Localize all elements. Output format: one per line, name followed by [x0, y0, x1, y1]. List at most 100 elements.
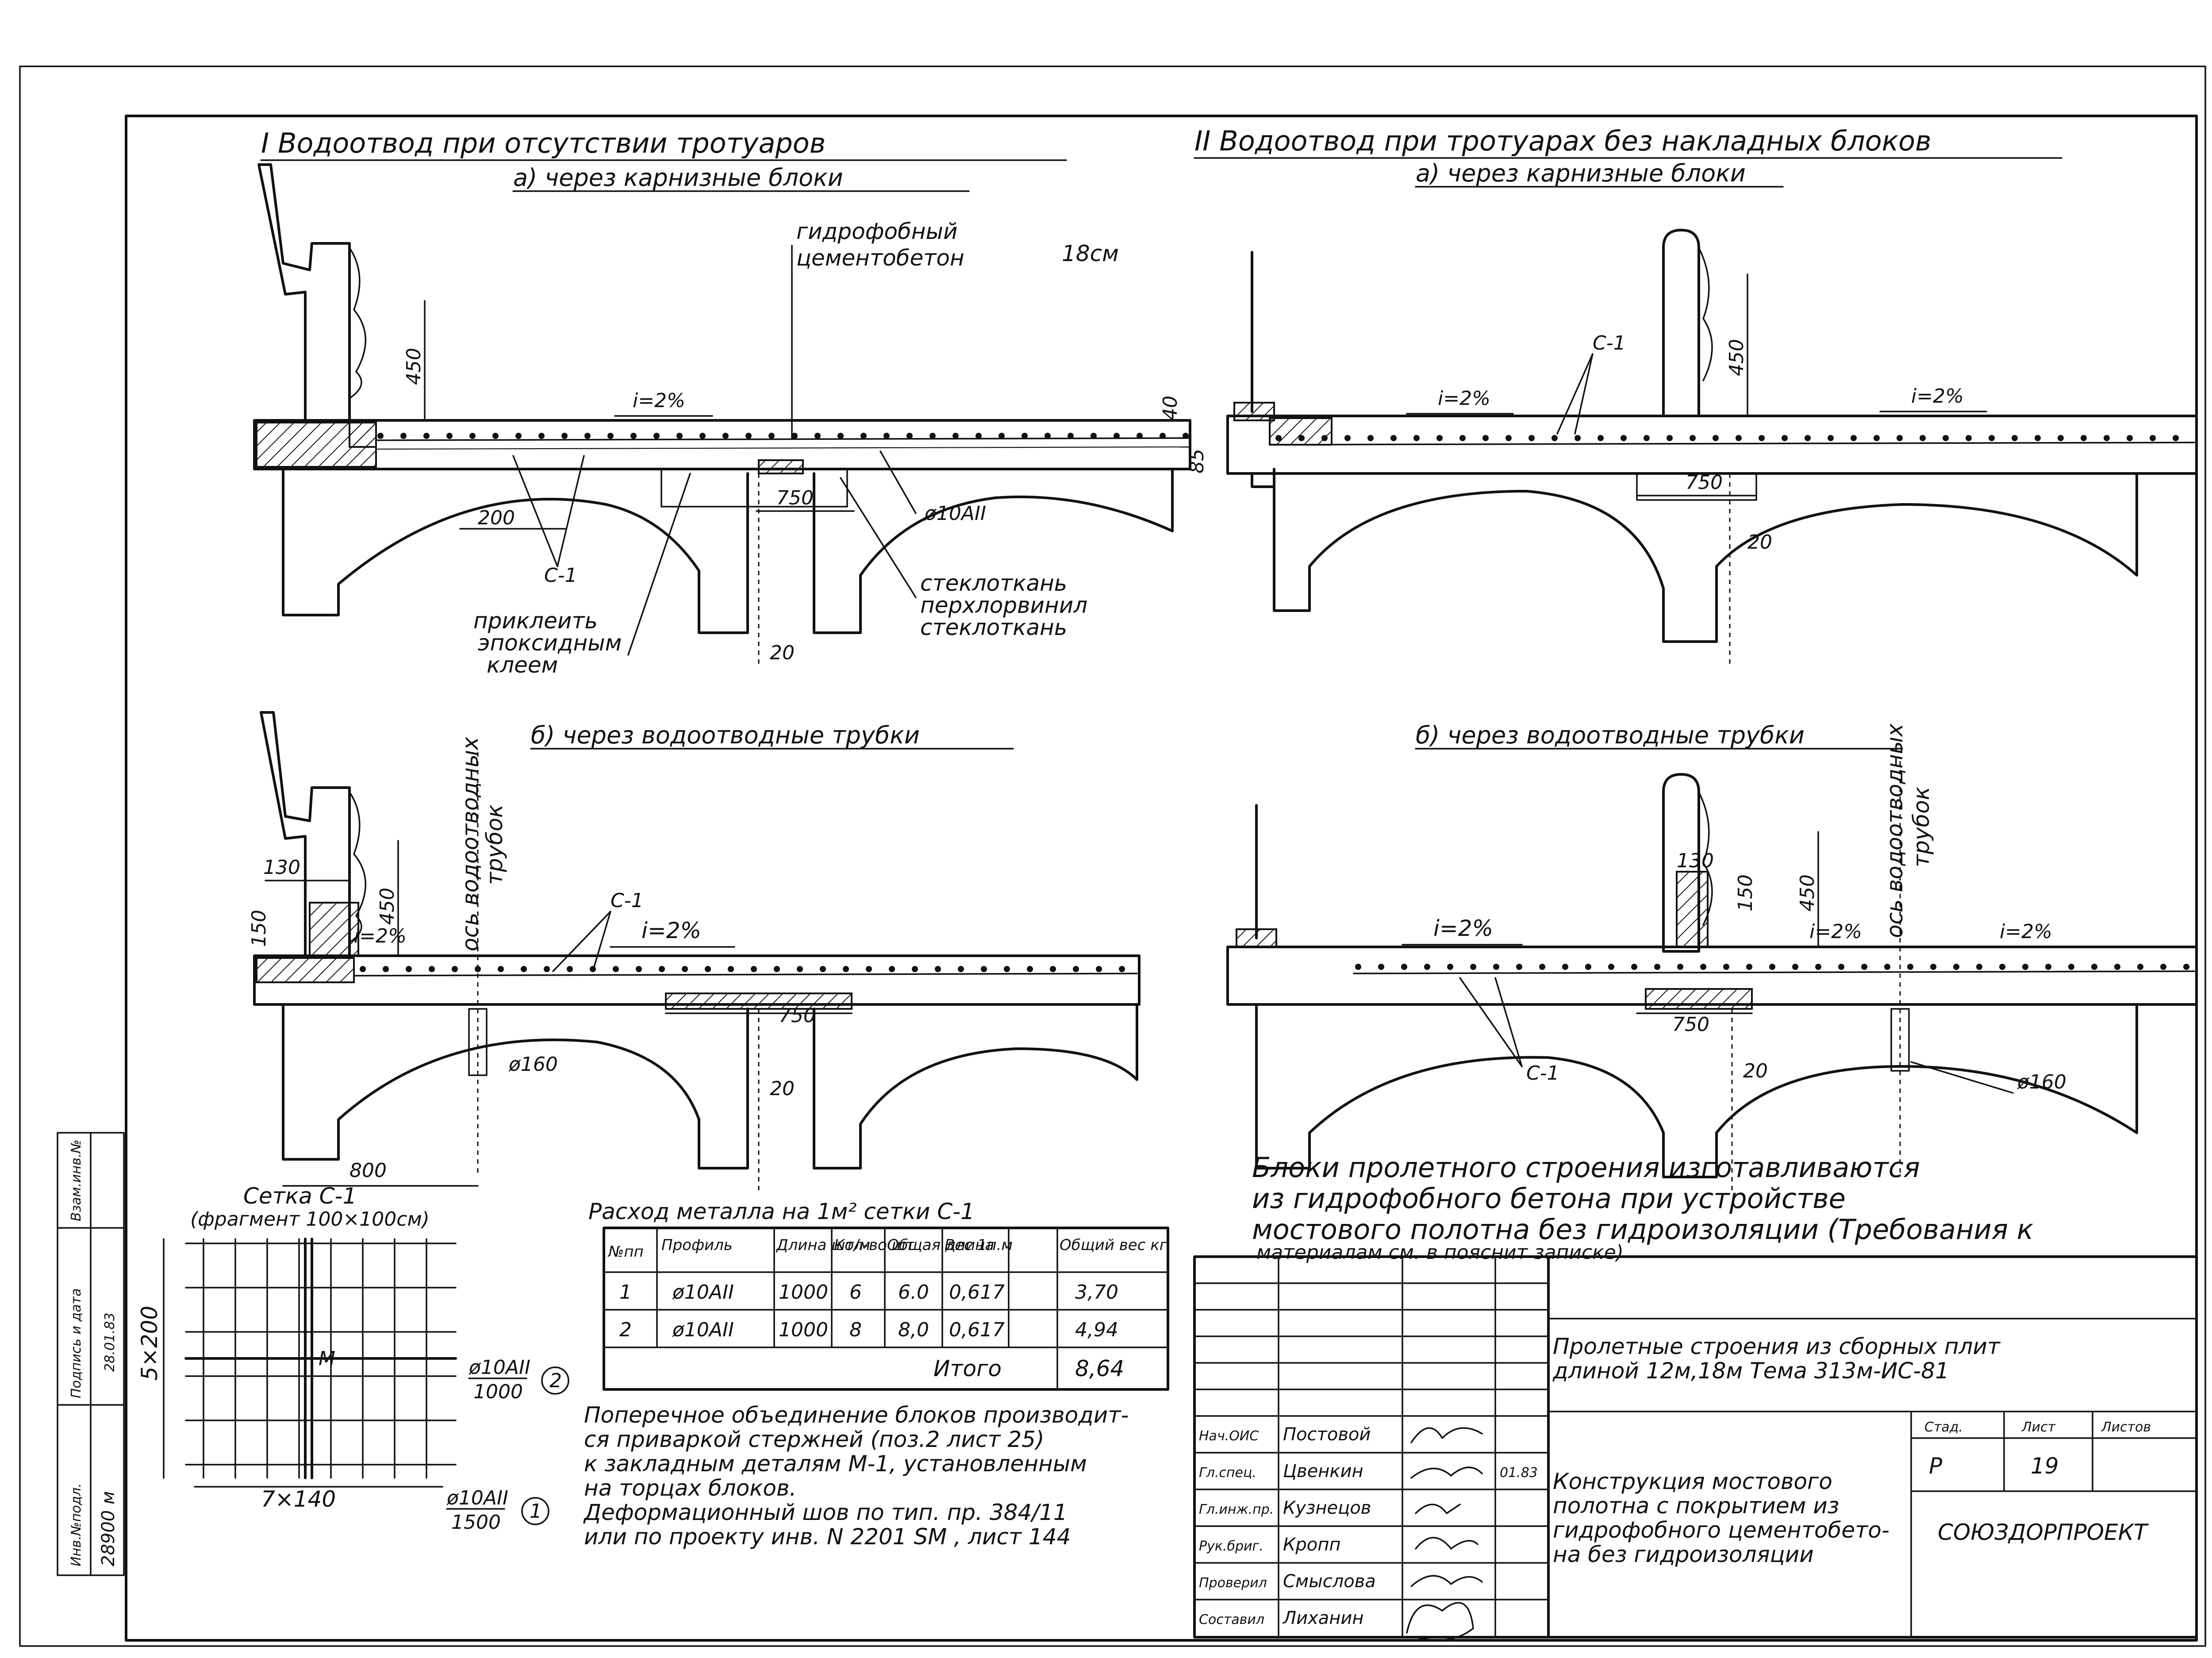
rebar-dot — [1160, 433, 1166, 439]
cell: 4,94 — [1075, 1319, 1118, 1341]
rebar-dot — [1930, 964, 1936, 970]
label-thickness: 18см — [1062, 241, 1119, 266]
dim-750-2b: 750 — [1672, 1013, 1709, 1036]
cell: 8,0 — [898, 1319, 929, 1341]
dim-450-1b: 450 — [376, 888, 399, 925]
rebar-dot — [1575, 435, 1581, 441]
rebar-dot — [1792, 964, 1798, 970]
dim-20-2a: 20 — [1747, 531, 1772, 554]
rebar-dot — [1943, 435, 1949, 441]
cell: 6.0 — [898, 1281, 929, 1304]
rebar-dot — [1321, 435, 1328, 441]
margin-sign-label: Подпись и дата — [69, 1289, 84, 1399]
table-row: 2 ø10АII 1000 8 8,0 0,617 4,94 — [619, 1319, 1118, 1341]
rebar-dot — [2058, 435, 2064, 441]
rebar-dot — [1644, 435, 1650, 441]
rebar-dot — [1401, 964, 1407, 970]
rebar-dot — [2114, 964, 2120, 970]
signatures — [1406, 1427, 1483, 1641]
rebar-dot — [492, 433, 499, 439]
cell: 3,70 — [1075, 1281, 1118, 1304]
rebar-dot — [883, 433, 890, 439]
note-blocks-1: Блоки пролетного строения изготавливаютс… — [1252, 1151, 1920, 1184]
rebar-dot — [1838, 964, 1844, 970]
col-stage: Стад. — [1924, 1419, 1963, 1435]
label-pipe-2b: ø160 — [2017, 1071, 2066, 1093]
rebar-dot — [1275, 435, 1282, 441]
cell: ø10АII — [672, 1319, 734, 1341]
rebar-dot — [1861, 964, 1867, 970]
rebar-dot — [1851, 435, 1857, 441]
rebar-dot — [797, 966, 803, 972]
cell: ø10АII — [672, 1281, 734, 1304]
rebar-dot — [1667, 435, 1673, 441]
mesh-rebar-2-len: 1000 — [473, 1381, 523, 1403]
project-line-1: Пролетные строения из сборных плит — [1553, 1334, 2001, 1359]
name: Смыслова — [1283, 1571, 1376, 1592]
mesh-dim-v: 5×200 — [137, 1306, 162, 1381]
sheet-frame — [19, 65, 2206, 1647]
section-1-title: I Водоотвод при отсутствии тротуаров — [261, 127, 826, 159]
rebar-dot — [452, 966, 458, 972]
rebar-dot — [1516, 964, 1522, 970]
rebar-dot — [1736, 435, 1742, 441]
rebar-dot — [1562, 964, 1568, 970]
dim-450-2b: 450 — [1796, 874, 1819, 912]
section-1-subtitle-a: а) через карнизные блоки — [513, 164, 843, 192]
name: Постовой — [1283, 1424, 1371, 1445]
metal-table: Расход металла на 1м² сетки С-1 №пп Проф… — [588, 1199, 1169, 1391]
rebar-dot — [814, 433, 821, 439]
mesh-fragment: Сетка С-1 (фрагмент 100×100см) 5×200 7×1… — [137, 1183, 569, 1534]
dim-200-1a: 200 — [478, 507, 515, 529]
label-glue-2: эпоксидным — [478, 630, 622, 656]
rebar-dot — [2183, 964, 2189, 970]
cell: 6 — [849, 1281, 862, 1304]
rebar-dot — [2081, 435, 2087, 441]
dim-450-2a: 450 — [1725, 339, 1748, 376]
section-2-subtitle-b: б) через водоотводные трубки — [1416, 721, 1805, 749]
rebar-dot — [584, 433, 591, 439]
rebar-dot — [1022, 433, 1028, 439]
rebar-dot — [561, 433, 568, 439]
dim-750-2a: 750 — [1686, 471, 1723, 494]
note-joint-3: к закладным деталям М-1, установленным — [584, 1451, 1087, 1477]
dim-750-1a: 750 — [776, 487, 814, 509]
rebar-dot — [630, 433, 637, 439]
rebar-dot — [1999, 964, 2005, 970]
detail-1b: б) через водоотводные трубки ось водоотв… — [248, 711, 1141, 1195]
detail-1a: 450 i=2% гидрофобный цементобетон 18см 7… — [253, 163, 1208, 678]
rebar-dot — [1608, 964, 1614, 970]
rebar-dot — [567, 966, 573, 972]
rebar-dot — [705, 966, 711, 972]
rebar-dot — [1746, 964, 1752, 970]
th-weight: Вес 1п.м — [945, 1236, 1013, 1254]
rebar-dot — [929, 433, 936, 439]
rebar-dot — [475, 966, 481, 972]
cell: 1 — [619, 1281, 632, 1304]
mesh-pos-1: 1 — [530, 1500, 542, 1523]
rebar-dot — [1631, 964, 1637, 970]
mesh-pos-2: 2 — [549, 1369, 562, 1392]
rebar-dot — [682, 966, 688, 972]
name: Цвенкин — [1283, 1461, 1363, 1481]
rebar-dot — [1782, 435, 1788, 441]
metal-table-title: Расход металла на 1м² сетки С-1 — [588, 1199, 975, 1224]
rebar-dot — [912, 966, 918, 972]
rebar-dot — [446, 433, 453, 439]
rebar-dot — [1137, 433, 1143, 439]
rebar-dot — [1528, 435, 1535, 441]
note-blocks-4: материалам см. в пояснит записке) — [1256, 1241, 1624, 1264]
rebar-dot — [1482, 435, 1489, 441]
table-total-value: 8,64 — [1075, 1356, 1124, 1381]
rebar-dot — [1004, 966, 1010, 972]
rebar-dot — [1598, 435, 1604, 441]
label-slope-2b-left: i=2% — [1433, 916, 1493, 941]
rebar-dot — [1378, 964, 1384, 970]
rebar-dot — [1989, 435, 1995, 441]
cell: 0,617 — [949, 1281, 1005, 1304]
note-blocks-3: мостового полотна без гидроизоляции (Тре… — [1252, 1213, 2034, 1246]
section-1-subtitle-b: б) через водоотводные трубки — [531, 721, 920, 749]
mesh-rebar-1: ø10АII — [446, 1487, 508, 1509]
note-joint-6: или по проекту инв. N 2201 SМ , лист 144 — [584, 1524, 1071, 1550]
section-1-header: I Водоотвод при отсутствии тротуаров а) … — [260, 127, 1067, 192]
